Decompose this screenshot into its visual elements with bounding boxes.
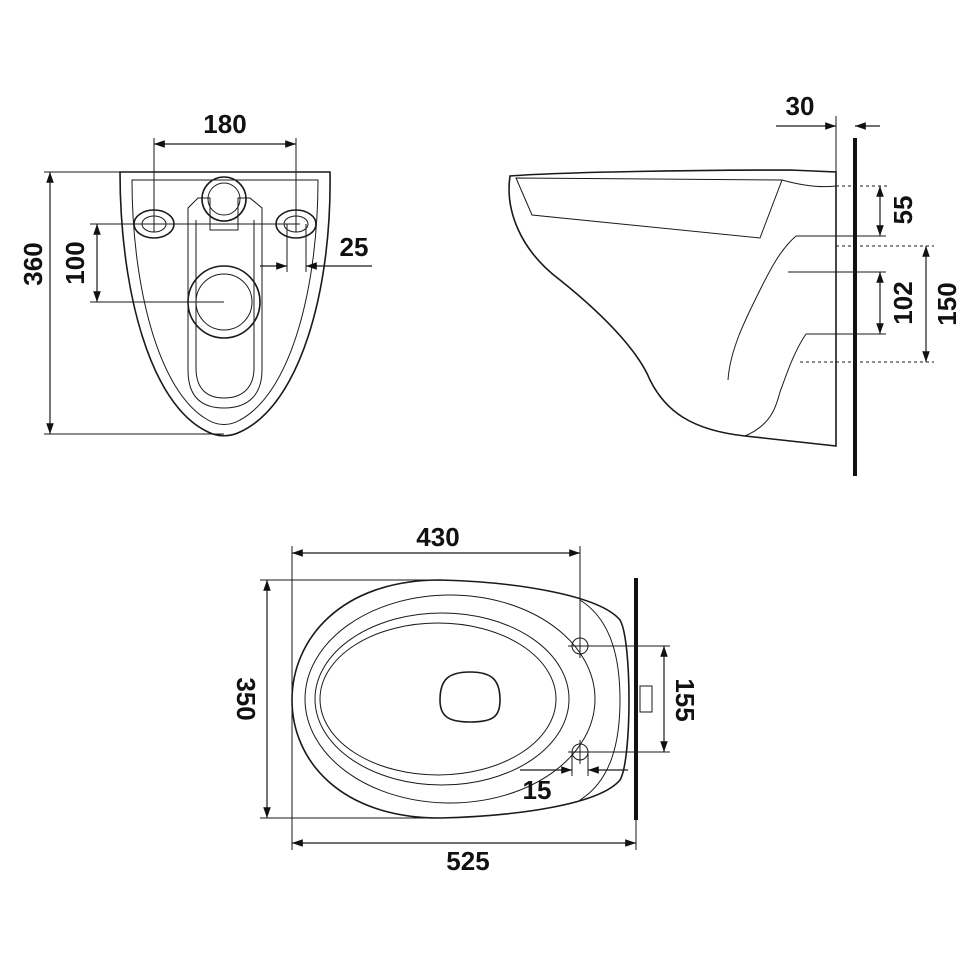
dim-label-100: 100	[60, 241, 90, 284]
front-channel-inner	[195, 220, 255, 399]
side-outline	[508, 169, 837, 447]
dim-label-55: 55	[888, 196, 918, 225]
side-bowl-detail	[781, 179, 837, 188]
front-view: 180 360 100 25	[18, 109, 372, 437]
dim-label-15: 15	[523, 775, 552, 805]
dim-label-30: 30	[786, 91, 815, 121]
dim-label-360: 360	[18, 242, 48, 285]
top-connector	[639, 685, 653, 713]
dim-label-350: 350	[231, 677, 261, 720]
front-outline	[119, 171, 331, 437]
dim-label-155: 155	[670, 678, 700, 721]
inlet-circle-outer	[201, 176, 247, 222]
front-channel	[187, 197, 263, 409]
top-rim-outer	[304, 594, 596, 804]
top-rim-inner	[314, 612, 570, 786]
top-outline	[291, 579, 630, 819]
dim-label-150: 150	[932, 282, 962, 325]
top-bowl	[319, 622, 557, 776]
top-drain	[439, 671, 501, 723]
dim-label-180: 180	[203, 109, 246, 139]
dim-label-430: 430	[416, 522, 459, 552]
top-view: 430 350 155 15 525	[231, 522, 700, 876]
inlet-circle-inner	[207, 182, 241, 216]
dim-label-25: 25	[340, 232, 369, 262]
side-view: 30 55 102 150	[508, 91, 962, 476]
top-tank-edge	[579, 599, 621, 801]
front-inner-outline	[131, 179, 319, 425]
side-outlet	[744, 333, 807, 437]
side-trap	[727, 235, 797, 381]
dim-label-525: 525	[446, 846, 489, 876]
side-bowl-rim	[515, 177, 783, 239]
dim-label-102: 102	[888, 281, 918, 324]
